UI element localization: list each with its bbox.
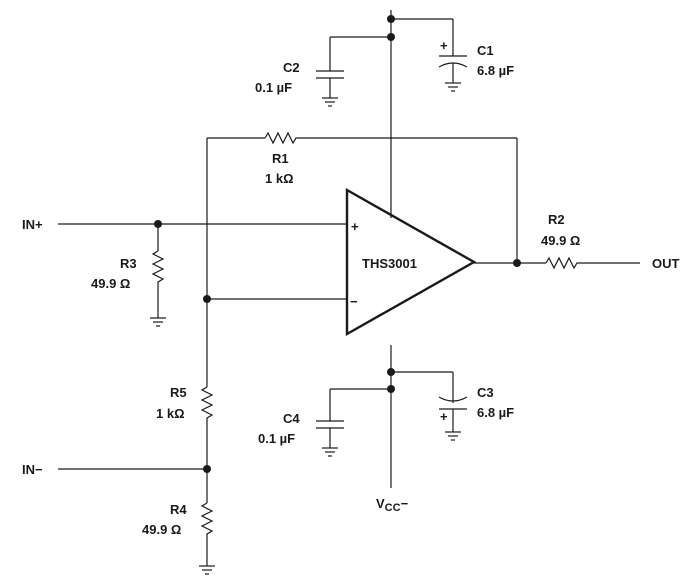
r4-value: 49.9 Ω <box>142 522 181 537</box>
c3-polarity: + <box>440 409 448 424</box>
r5-resistor <box>200 386 214 421</box>
junction-dot <box>513 259 521 267</box>
r3-name: R3 <box>120 256 137 271</box>
c4-name: C4 <box>283 411 300 426</box>
c2-capacitor <box>316 70 344 98</box>
r1-value: 1 kΩ <box>265 171 294 186</box>
c1-name: C1 <box>477 43 494 58</box>
opamp-minus-sign: − <box>350 294 358 309</box>
r5-value: 1 kΩ <box>156 406 185 421</box>
in-minus-label: IN− <box>22 462 43 477</box>
r1-name: R1 <box>272 151 289 166</box>
vcc-minus-label: VCC− <box>376 496 409 514</box>
opamp-label: THS3001 <box>362 256 417 271</box>
junction-dot <box>203 295 211 303</box>
r3-resistor <box>151 250 165 285</box>
c1-value: 6.8 µF <box>477 63 514 78</box>
r2-resistor <box>545 256 580 270</box>
ground-icon <box>445 431 461 441</box>
c2-name: C2 <box>283 60 300 75</box>
junction-dot <box>154 220 162 228</box>
c4-value: 0.1 µF <box>258 431 295 446</box>
junction-dot <box>387 33 395 41</box>
ground-icon <box>322 97 338 107</box>
opamp-plus-sign: + <box>351 219 359 234</box>
r1-resistor <box>264 131 299 145</box>
r5-name: R5 <box>170 385 187 400</box>
junction-dot <box>387 15 395 23</box>
ground-icon <box>199 565 215 575</box>
opamp-ths3001: + − THS3001 <box>345 187 477 337</box>
c1-polarity: + <box>440 38 448 53</box>
junction-dot <box>203 465 211 473</box>
junctions <box>154 15 521 473</box>
vcc-minus-main: V <box>376 496 385 511</box>
ground-icon <box>150 317 166 327</box>
opamp-triangle <box>345 187 477 337</box>
r4-resistor <box>200 502 214 537</box>
junction-dot <box>387 368 395 376</box>
c4-capacitor <box>316 420 344 448</box>
c3-value: 6.8 µF <box>477 405 514 420</box>
ground-icon <box>322 447 338 457</box>
in-plus-label: IN+ <box>22 217 43 232</box>
wires <box>58 10 640 566</box>
vcc-minus-sign: − <box>401 496 409 511</box>
out-label: OUT <box>652 256 680 271</box>
vcc-minus-sub: CC <box>385 502 401 514</box>
c2-value: 0.1 µF <box>255 80 292 95</box>
ground-icon <box>445 82 461 92</box>
junction-dot <box>387 385 395 393</box>
c1-capacitor <box>438 55 468 83</box>
c3-name: C3 <box>477 385 494 400</box>
r4-name: R4 <box>170 502 187 517</box>
r2-value: 49.9 Ω <box>541 233 580 248</box>
c3-capacitor <box>438 396 468 432</box>
r2-name: R2 <box>548 212 565 227</box>
r3-value: 49.9 Ω <box>91 276 130 291</box>
